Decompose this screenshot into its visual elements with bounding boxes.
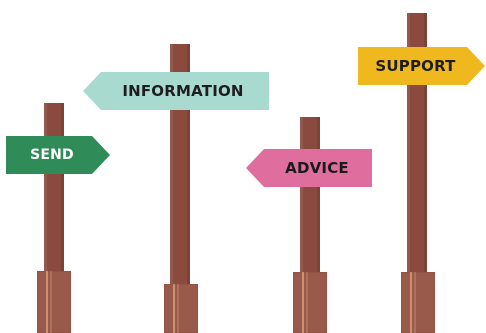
- information-sign-label: INFORMATION: [122, 81, 244, 100]
- send-signpost-pole: [44, 103, 64, 275]
- advice-signpost-pole: [300, 117, 320, 275]
- send-sign: SEND: [6, 136, 110, 174]
- information-signpost-base: [164, 284, 198, 333]
- advice-sign-label: ADVICE: [285, 158, 349, 177]
- advice-sign: ADVICE: [246, 149, 372, 187]
- information-sign: INFORMATION: [83, 72, 269, 110]
- send-sign-label: SEND: [30, 147, 74, 163]
- support-signpost-base: [401, 272, 435, 333]
- support-sign: SUPPORT: [358, 47, 485, 85]
- advice-signpost-base: [293, 272, 327, 333]
- support-sign-label: SUPPORT: [375, 56, 456, 75]
- send-signpost-base: [37, 271, 71, 333]
